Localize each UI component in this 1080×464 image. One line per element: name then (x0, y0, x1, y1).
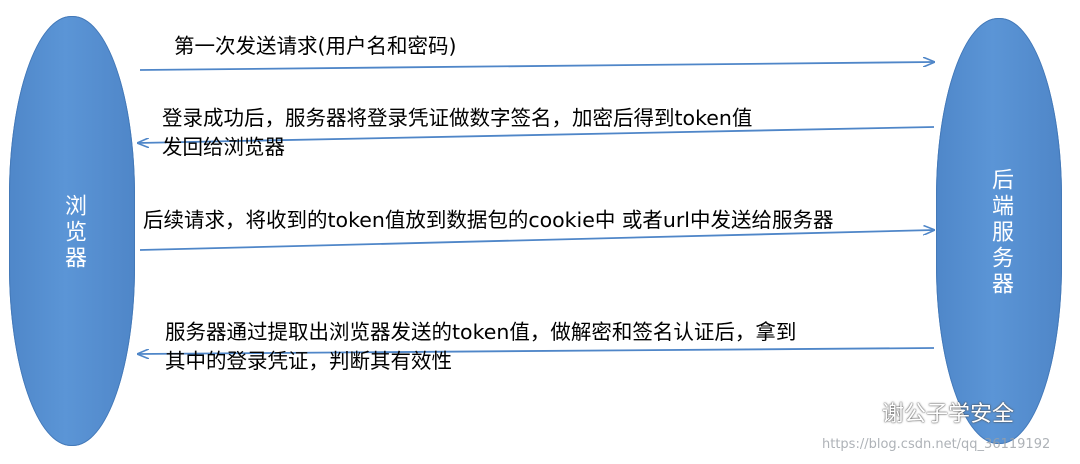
url-watermark: https://blog.csdn.net/qq_36119192 (822, 437, 1051, 452)
browser-lane-label: 浏览器 (61, 194, 86, 272)
arrow-return-token (138, 126, 935, 143)
browser-lane: 浏览器 (9, 16, 135, 446)
message-send-token: 后续请求，将收到的token值放到数据包的cookie中 或者url中发送给服务… (143, 208, 834, 232)
brand-watermark-text: 谢公子学安全 (882, 402, 1015, 427)
server-lane-label: 后端服务器 (988, 168, 1013, 298)
message-request-login: 第一次发送请求(用户名和密码) (174, 34, 457, 58)
arrow-send-token (139, 230, 934, 251)
message-verify-result: 服务器通过提取出浏览器发送的token值，做解密和签名认证后，拿到 其中的登录凭… (165, 320, 797, 373)
server-lane: 后端服务器 (936, 18, 1062, 444)
message-return-token: 登录成功后，服务器将登录凭证做数字签名，加密后得到token值 发回给浏览器 (162, 106, 753, 159)
arrow-verify-result (138, 347, 935, 354)
arrow-request-login (139, 62, 934, 71)
wechat-icon (842, 400, 873, 423)
brand-watermark: 谢公子学安全 (842, 396, 1014, 428)
